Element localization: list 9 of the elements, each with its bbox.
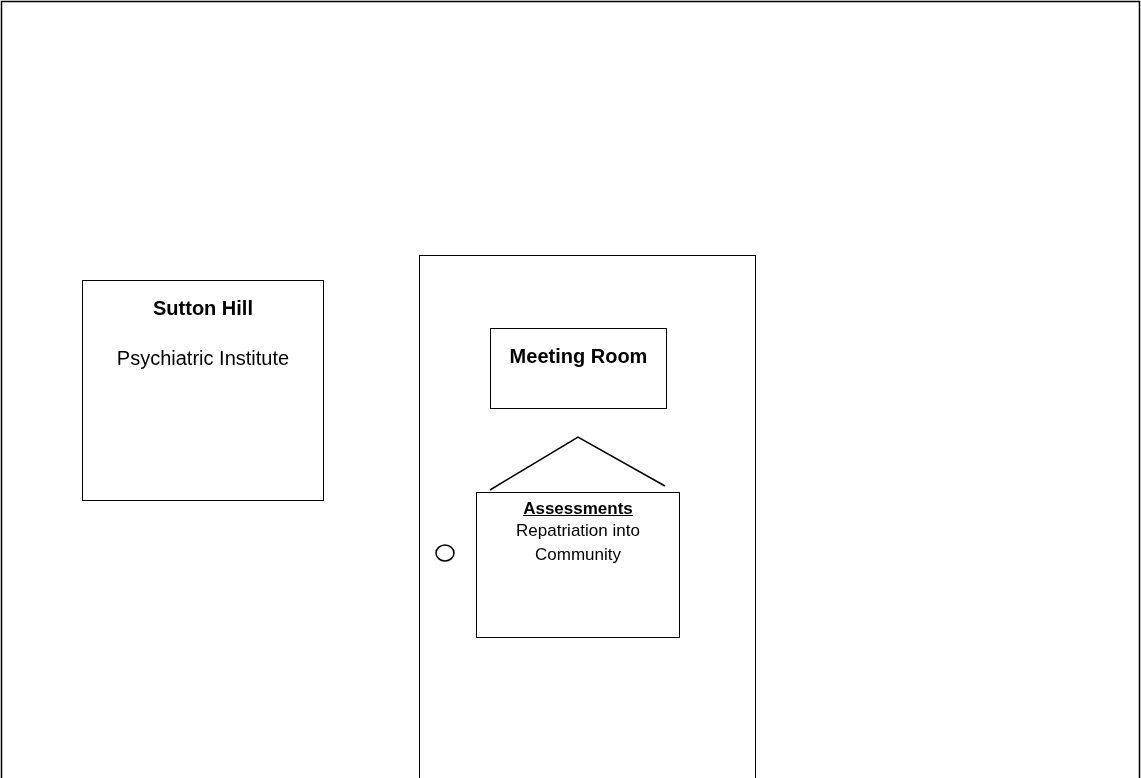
hanging-sign xyxy=(476,492,680,638)
door xyxy=(419,255,756,778)
sign-text: Meeting Room xyxy=(508,344,649,369)
sign-board xyxy=(82,280,324,501)
sign-text: Psychiatric Institute xyxy=(115,346,291,371)
sign-heading: Sutton Hill xyxy=(152,296,254,320)
sign-heading: Assessments xyxy=(523,499,633,519)
sign-text: Repatriation into Community xyxy=(515,520,641,566)
sign-board xyxy=(490,328,667,409)
